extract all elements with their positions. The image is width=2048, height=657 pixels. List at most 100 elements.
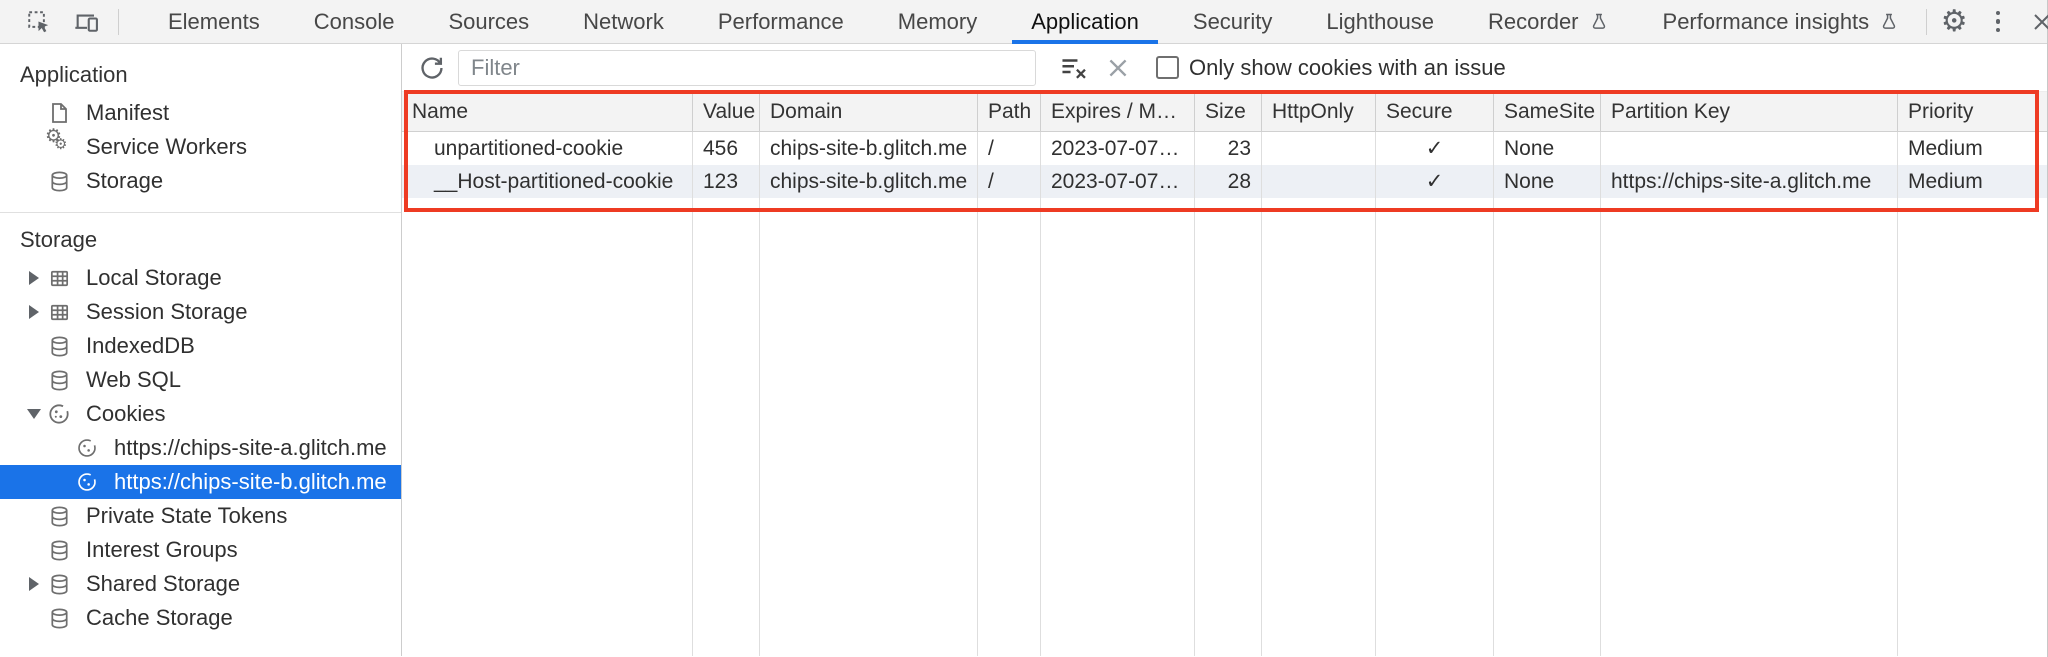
- inspect-element-icon[interactable]: [22, 5, 56, 39]
- cell-secure[interactable]: ✓: [1376, 165, 1494, 198]
- device-toolbar-icon[interactable]: [70, 5, 104, 39]
- issue-filter-checkbox[interactable]: [1156, 56, 1179, 79]
- cookie-icon: [72, 433, 102, 463]
- table-row[interactable]: unpartitioned-cookie 456 chips-site-b.gl…: [402, 132, 2047, 165]
- close-devtools-icon[interactable]: [2025, 5, 2048, 39]
- cell-domain[interactable]: chips-site-b.glitch.me: [760, 132, 978, 165]
- table-icon: [44, 263, 74, 293]
- cookies-table: Name Value Domain Path Expires / M… Size…: [402, 92, 2047, 656]
- tab-lighthouse[interactable]: Lighthouse: [1326, 8, 1435, 34]
- expander-collapsed-icon[interactable]: [24, 271, 44, 285]
- tab-performance-insights[interactable]: Performance insights: [1636, 0, 1927, 44]
- sidebar-item-session-storage[interactable]: Session Storage: [0, 295, 401, 329]
- column-header-path[interactable]: Path: [978, 92, 1041, 131]
- column-header-value[interactable]: Value: [693, 92, 760, 131]
- sidebar-item-indexeddb[interactable]: IndexedDB: [0, 329, 401, 363]
- cell-priority[interactable]: Medium: [1908, 169, 1983, 193]
- database-icon: [44, 569, 74, 599]
- cell-size[interactable]: 28: [1195, 165, 1262, 198]
- cell-httponly[interactable]: [1262, 165, 1376, 198]
- column-header-expires[interactable]: Expires / M…: [1041, 92, 1195, 131]
- cell-partition-key[interactable]: https://chips-site-a.glitch.me: [1601, 165, 1898, 198]
- cell-name[interactable]: __Host-partitioned-cookie: [402, 165, 693, 198]
- column-header-secure[interactable]: Secure: [1376, 92, 1494, 131]
- cell-secure[interactable]: ✓: [1376, 132, 1494, 165]
- database-icon: [44, 365, 74, 395]
- sidebar-section-storage: Storage: [20, 227, 98, 252]
- column-header-priority[interactable]: Priority: [1908, 99, 1974, 123]
- more-options-icon[interactable]: [1981, 5, 2015, 39]
- column-header-domain[interactable]: Domain: [760, 92, 978, 131]
- expander-collapsed-icon[interactable]: [24, 577, 44, 591]
- sidebar-item-private-state-tokens[interactable]: Private State Tokens: [0, 499, 401, 533]
- cell-priority[interactable]: Medium: [1908, 136, 1983, 160]
- tab-sources[interactable]: Sources: [448, 8, 530, 34]
- database-icon: [44, 603, 74, 633]
- cell-value[interactable]: 123: [693, 165, 760, 198]
- database-icon: [44, 331, 74, 361]
- tab-performance[interactable]: Performance: [717, 8, 844, 34]
- cell-value[interactable]: 456: [693, 132, 760, 165]
- tab-network[interactable]: Network: [583, 8, 664, 34]
- cell-samesite[interactable]: None: [1494, 132, 1601, 165]
- tab-application[interactable]: Application: [1004, 0, 1166, 44]
- cell-partition-key[interactable]: [1601, 132, 1898, 165]
- sidebar-item-storage[interactable]: Storage: [0, 164, 401, 198]
- file-icon: [44, 98, 74, 128]
- cookie-icon: [44, 399, 74, 429]
- sidebar-item-cookie-origin-a[interactable]: https://chips-site-a.glitch.me: [0, 431, 401, 465]
- expander-collapsed-icon[interactable]: [24, 305, 44, 319]
- refresh-icon[interactable]: [414, 50, 450, 86]
- devtools-tabbar: Elements Console Sources Network Perform…: [0, 0, 2048, 44]
- sidebar-item-cookie-origin-b[interactable]: https://chips-site-b.glitch.me: [0, 465, 401, 499]
- sidebar-item-interest-groups[interactable]: Interest Groups: [0, 533, 401, 567]
- sidebar-item-local-storage[interactable]: Local Storage: [0, 261, 401, 295]
- expander-expanded-icon[interactable]: [24, 409, 44, 419]
- settings-gear-icon[interactable]: ⚙: [1940, 4, 1968, 38]
- sidebar-item-shared-storage[interactable]: Shared Storage: [0, 567, 401, 601]
- table-icon: [44, 297, 74, 327]
- tab-recorder[interactable]: Recorder: [1461, 0, 1635, 44]
- cell-samesite[interactable]: None: [1494, 165, 1601, 198]
- experiment-flask-icon: [1589, 11, 1609, 33]
- tab-memory[interactable]: Memory: [897, 8, 978, 34]
- issue-filter-checkbox-label[interactable]: Only show cookies with an issue: [1189, 54, 1506, 80]
- cell-httponly[interactable]: [1262, 132, 1376, 165]
- sidebar-item-cache-storage[interactable]: Cache Storage: [0, 601, 401, 635]
- table-empty-area: [402, 198, 2047, 656]
- column-header-name[interactable]: Name: [402, 92, 693, 131]
- database-icon: [44, 535, 74, 565]
- gears-icon: ⚙⚙: [45, 126, 68, 153]
- toolbar-divider: [118, 8, 119, 35]
- column-header-size[interactable]: Size: [1195, 92, 1262, 131]
- cookie-icon: [72, 467, 102, 497]
- table-row[interactable]: __Host-partitioned-cookie 123 chips-site…: [402, 165, 2047, 198]
- tab-console[interactable]: Console: [313, 8, 395, 34]
- cell-size[interactable]: 23: [1195, 132, 1262, 165]
- panel-tabs: Elements Console Sources Network Perform…: [141, 0, 1926, 44]
- cell-expires[interactable]: 2023-07-07…: [1041, 165, 1195, 198]
- tab-security[interactable]: Security: [1192, 8, 1273, 34]
- column-header-partition-key[interactable]: Partition Key: [1601, 92, 1898, 131]
- filter-input[interactable]: [458, 49, 1036, 86]
- cell-expires[interactable]: 2023-07-07…: [1041, 132, 1195, 165]
- close-x-icon[interactable]: [1096, 50, 1140, 86]
- cell-name[interactable]: unpartitioned-cookie: [402, 132, 693, 165]
- database-icon: [44, 166, 74, 196]
- toolbar-divider: [1926, 8, 1928, 35]
- application-sidebar: Application Manifest ⚙⚙ Service Workers: [0, 44, 402, 656]
- sidebar-item-cookies[interactable]: Cookies: [0, 397, 401, 431]
- sidebar-section-application: Application: [20, 62, 128, 87]
- column-header-httponly[interactable]: HttpOnly: [1262, 92, 1376, 131]
- database-icon: [44, 501, 74, 531]
- sidebar-item-web-sql[interactable]: Web SQL: [0, 363, 401, 397]
- cell-path[interactable]: /: [978, 132, 1041, 165]
- tab-elements[interactable]: Elements: [168, 8, 260, 34]
- column-header-samesite[interactable]: SameSite: [1494, 92, 1601, 131]
- sidebar-item-manifest[interactable]: Manifest: [0, 96, 401, 130]
- cell-path[interactable]: /: [978, 165, 1041, 198]
- clear-filter-icon[interactable]: [1052, 50, 1096, 86]
- cell-domain[interactable]: chips-site-b.glitch.me: [760, 165, 978, 198]
- sidebar-item-service-workers[interactable]: ⚙⚙ Service Workers: [0, 126, 401, 164]
